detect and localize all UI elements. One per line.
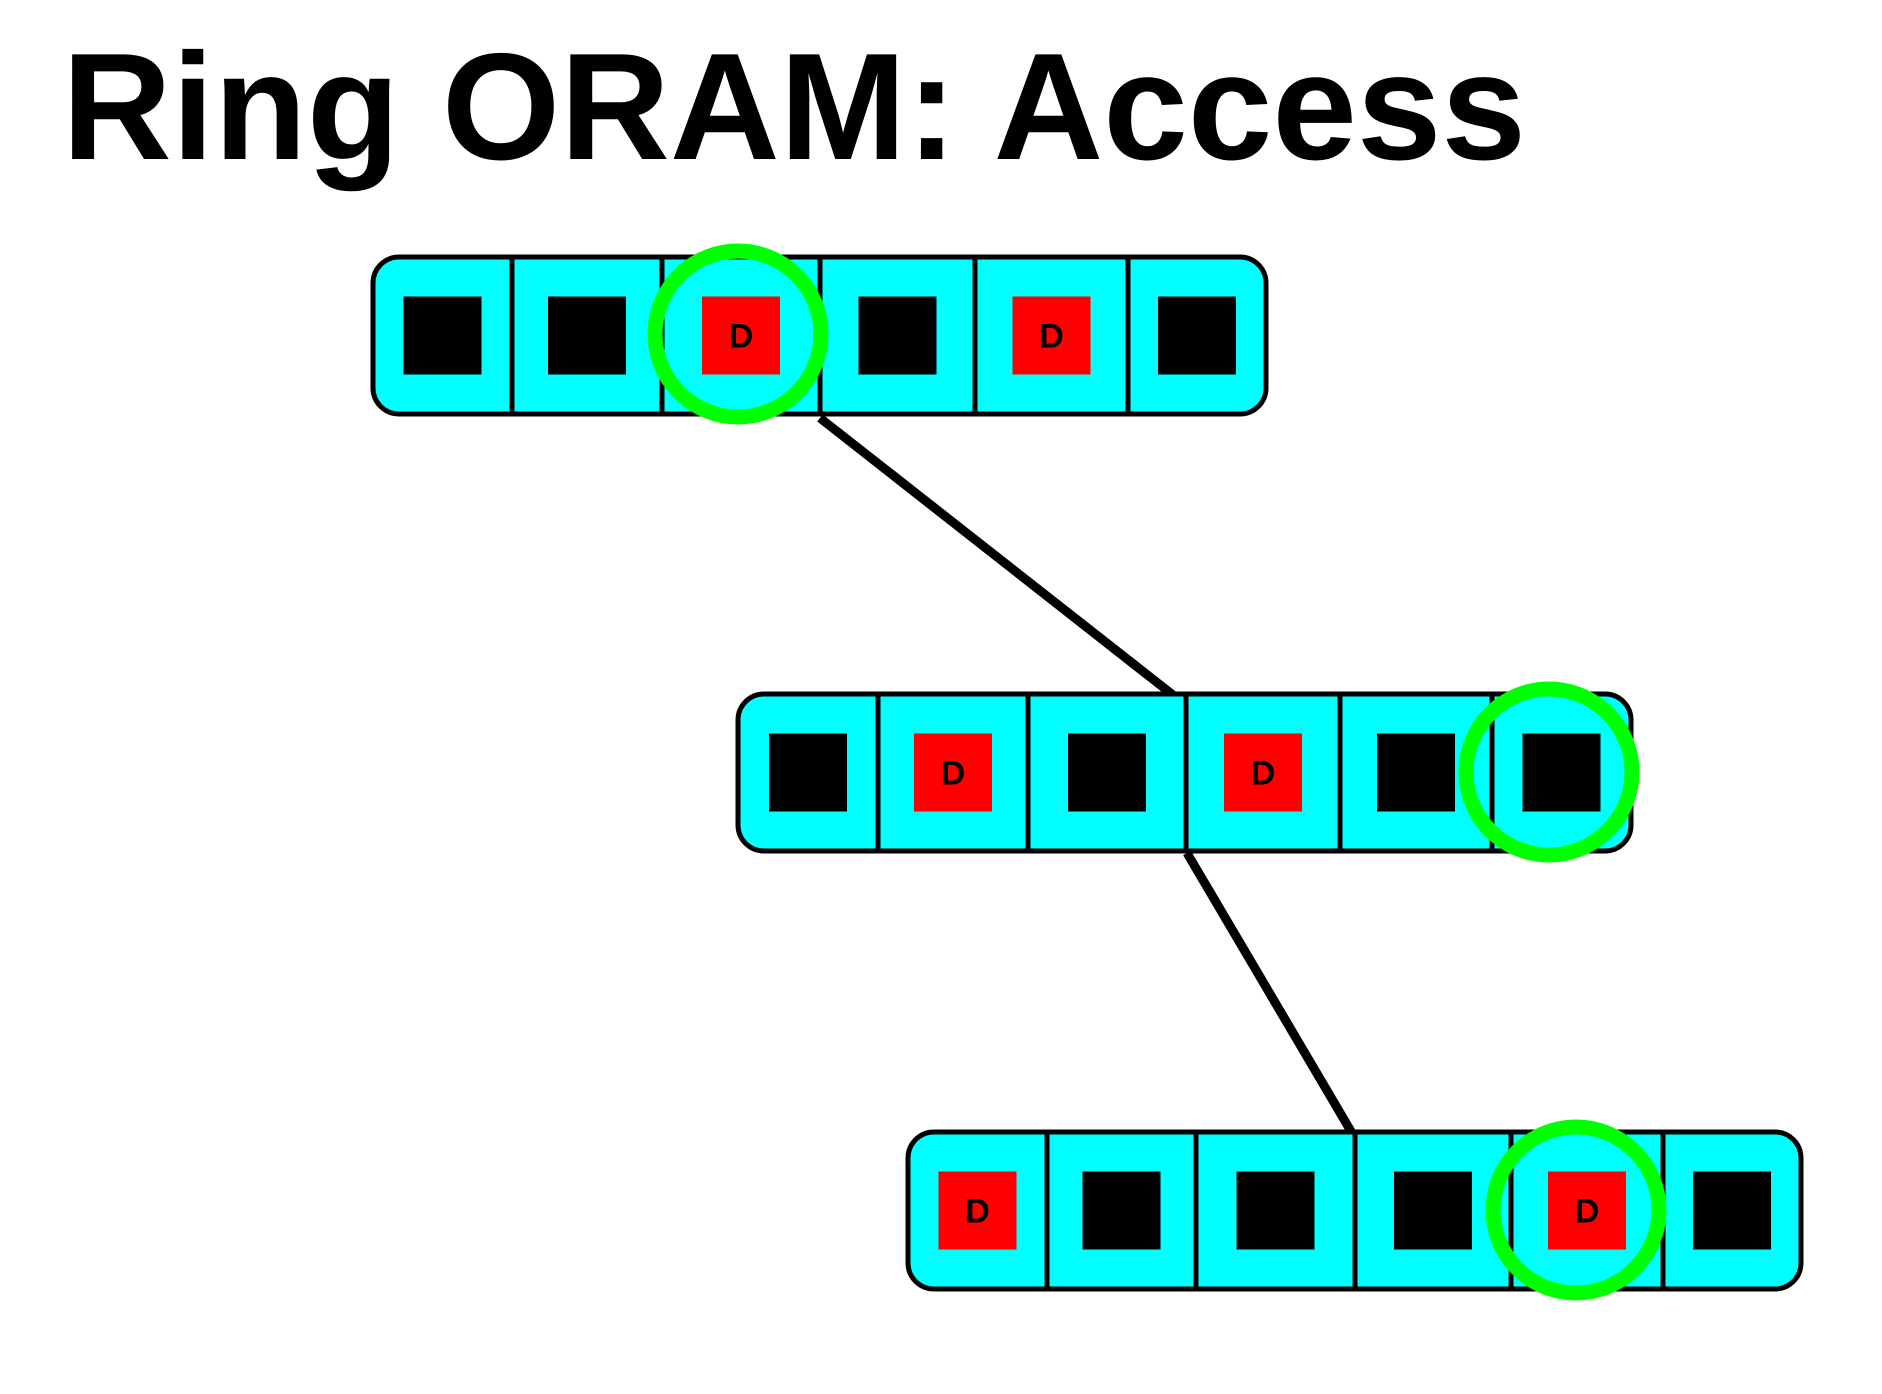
dummy-block [1394,1171,1472,1250]
dummy-block [1377,733,1455,812]
edge-level-0-to-1 [817,414,1176,699]
real-block [1224,733,1302,812]
dummy-block [1068,733,1146,812]
dummy-block [1693,1171,1771,1250]
real-block-label: D [1575,1193,1600,1231]
dummy-block [403,296,482,375]
real-block [938,1171,1017,1250]
real-block-label: D [1039,318,1064,356]
real-block [1548,1171,1626,1250]
dummy-block [858,296,937,375]
dummy-block [1158,296,1236,375]
dummy-block [1236,1171,1315,1250]
real-block-label: D [729,318,754,356]
accessed-slot-highlight-ring [1458,681,1640,863]
slide-title: Ring ORAM: Access [62,22,1526,192]
real-block [702,296,780,375]
real-block-label: D [941,755,966,793]
real-block [1012,296,1091,375]
path-edges [817,414,1356,1136]
dummy-block [769,733,847,812]
edge-level-1-to-2 [1183,850,1356,1136]
real-block-label: D [1251,755,1276,793]
real-block [914,733,992,812]
dummy-block [1522,733,1601,812]
accessed-slot-highlight-ring [1485,1119,1667,1301]
dummy-block [548,296,626,375]
accessed-slot-highlight-ring [647,243,829,425]
dummy-block [1082,1171,1161,1250]
real-block-label: D [965,1193,990,1231]
